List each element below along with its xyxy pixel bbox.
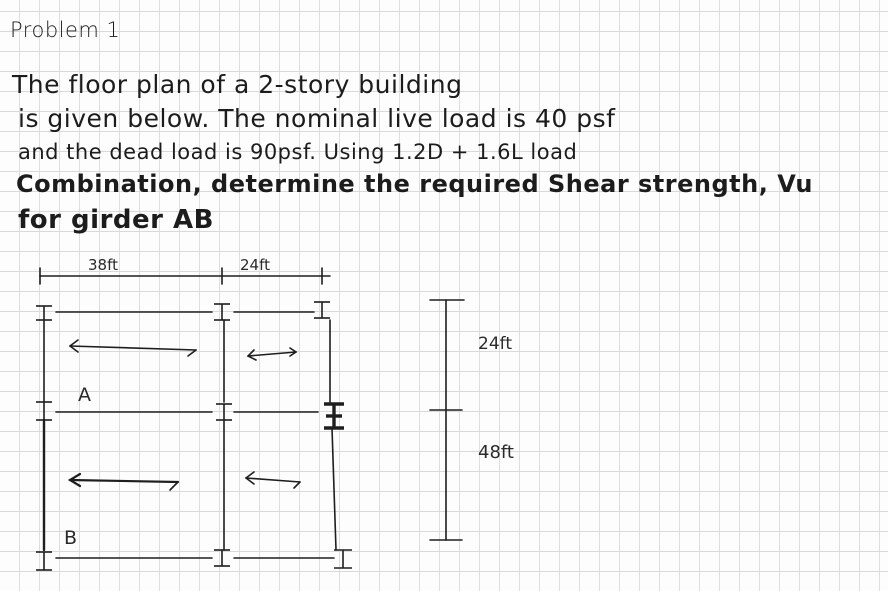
span-arrow-3 <box>68 478 180 484</box>
column-icon <box>334 549 352 569</box>
point-label-b: B <box>64 527 78 549</box>
dimension-label-38ft: 38ft <box>88 256 118 274</box>
span-arrow-2 <box>247 351 297 357</box>
column-icon <box>314 301 330 319</box>
statement-line-2: is given below. The nominal live load is… <box>18 104 616 133</box>
statement-line-1: The floor plan of a 2-story building <box>12 70 463 99</box>
point-label-a: A <box>78 384 91 406</box>
column-symbols <box>36 301 352 571</box>
column-icon <box>216 403 232 421</box>
span-arrow-1 <box>69 345 197 351</box>
span-arrow-4 <box>245 477 301 483</box>
dimension-label-24ft-horizontal: 24ft <box>240 256 270 274</box>
statement-line-3: and the dead load is 90psf. Using 1.2D +… <box>18 140 578 164</box>
column-icon <box>36 305 52 321</box>
column-icon <box>214 549 230 567</box>
problem-title: Problem 1 <box>10 18 121 42</box>
column-icon <box>324 402 344 430</box>
statement-line-4: Combination, determine the required Shea… <box>16 170 813 198</box>
statement-line-5: for girder AB <box>18 205 214 235</box>
dimension-label-24ft-vertical: 24ft <box>478 334 512 354</box>
column-icon <box>36 551 52 571</box>
dimension-label-48ft-vertical: 48ft <box>478 442 514 463</box>
girder-lower-right <box>331 427 337 551</box>
column-icon <box>214 303 230 321</box>
column-icon <box>36 401 52 421</box>
